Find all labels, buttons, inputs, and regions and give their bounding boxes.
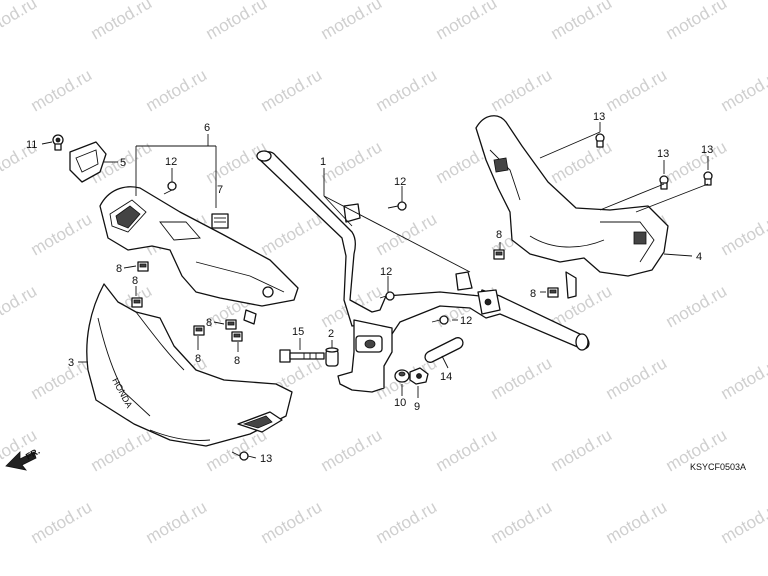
watermark-text: motod.ru (548, 425, 616, 475)
watermark-text: motod.ru (488, 497, 556, 547)
clip-8g (547, 287, 559, 298)
callout-13b: 13 (657, 148, 669, 160)
spacer-14 (424, 337, 464, 363)
handle-cover-front (99, 186, 299, 325)
watermark-text: motod.ru (373, 65, 441, 115)
clip-8d (225, 319, 237, 330)
watermark-text: motod.ru (548, 0, 616, 43)
watermark-text: motod.ru (318, 0, 386, 43)
watermark-text: motod.ru (28, 353, 96, 403)
watermark-text: motod.ru (718, 497, 768, 547)
callout-8d: 8 (206, 317, 212, 329)
callout-8a: 8 (116, 263, 122, 275)
watermark-text: motod.ru (663, 137, 731, 187)
callout-3: 3 (68, 357, 74, 369)
callout-13a: 13 (593, 111, 605, 123)
callout-14: 14 (440, 371, 452, 383)
callout-8f: 8 (496, 229, 502, 241)
callout-7: 7 (217, 184, 223, 196)
drawing-code: KSYCF0503A (690, 462, 746, 472)
callout-15: 15 (292, 326, 304, 338)
watermark-text: motod.ru (88, 425, 156, 475)
screw-11 (52, 134, 64, 151)
callout-10: 10 (394, 397, 406, 409)
clip-8b (131, 297, 143, 308)
cover-cap (69, 141, 107, 183)
watermark-text: motod.ru (603, 497, 671, 547)
watermark-text: motod.ru (488, 65, 556, 115)
watermark-text: motod.ru (318, 137, 386, 187)
callout-9: 9 (414, 401, 420, 413)
callout-1: 1 (320, 156, 326, 168)
watermark-text: motod.ru (143, 65, 211, 115)
callout-8g: 8 (530, 288, 536, 300)
watermark-text: motod.ru (488, 353, 556, 403)
callout-12c: 12 (380, 266, 392, 278)
screw-13b (659, 175, 669, 190)
watermark-text: motod.ru (718, 353, 768, 403)
watermark-text: motod.ru (718, 65, 768, 115)
clip-8f (493, 249, 505, 260)
watermark-text: motod.ru (143, 497, 211, 547)
watermark-text: motod.ru (0, 0, 40, 43)
clip-8a (137, 261, 149, 272)
watermark-text: motod.ru (603, 65, 671, 115)
nut-9 (409, 367, 429, 385)
callout-2: 2 (328, 328, 334, 340)
callout-8e: 8 (234, 355, 240, 367)
clip-8e (231, 331, 243, 342)
screw-12b (387, 201, 407, 211)
screw-13d (231, 451, 249, 461)
watermark-text: motod.ru (258, 65, 326, 115)
clip-8c (193, 325, 205, 336)
callout-8c: 8 (195, 353, 201, 365)
watermark-text: motod.ru (28, 497, 96, 547)
bolt-15 (279, 349, 325, 363)
emblem-label (211, 213, 229, 229)
screw-13c (703, 171, 713, 186)
handlebar-pipe (256, 150, 590, 393)
callout-12d: 12 (460, 315, 472, 327)
callout-labels: 1 2 3 4 5 6 7 8 8 8 8 8 8 8 9 10 11 12 1… (26, 111, 713, 465)
watermark-text: motod.ru (433, 425, 501, 475)
watermark-text: motod.ru (88, 0, 156, 43)
callout-12a: 12 (165, 156, 177, 168)
callout-8b: 8 (132, 275, 138, 287)
watermark-text: motod.ru (258, 209, 326, 259)
watermark-text: motod.ru (258, 497, 326, 547)
watermark-text: motod.ru (28, 209, 96, 259)
callout-13d: 13 (260, 453, 272, 465)
callout-6: 6 (204, 122, 210, 134)
screw-13a (595, 133, 605, 148)
watermark-text: motod.ru (718, 209, 768, 259)
screw-12c (379, 291, 395, 301)
callout-4: 4 (696, 251, 702, 263)
leader-lines (41, 122, 709, 459)
front-cover-lower: HONDA (86, 283, 293, 447)
handle-cover-rear (475, 115, 669, 299)
screw-12d (431, 315, 449, 325)
watermark-text: motod.ru (0, 281, 40, 331)
watermark-text: motod.ru (28, 65, 96, 115)
watermark-text: motod.ru (433, 0, 501, 43)
watermark-text: motod.ru (663, 0, 731, 43)
watermark-text: motod.ru (548, 137, 616, 187)
callout-5: 5 (120, 157, 126, 169)
callout-11: 11 (26, 139, 37, 151)
collar-2 (325, 347, 339, 367)
watermark-text: motod.ru (603, 353, 671, 403)
collar-10 (394, 369, 410, 383)
callout-13c: 13 (701, 144, 713, 156)
callout-12b: 12 (394, 176, 406, 188)
watermark-text: motod.ru (663, 281, 731, 331)
screw-12a (163, 181, 177, 195)
watermark-text: motod.ru (318, 425, 386, 475)
watermark-text: motod.ru (203, 137, 271, 187)
watermark-text: motod.ru (373, 209, 441, 259)
watermark-text: motod.ru (373, 497, 441, 547)
watermark-text: motod.ru (203, 0, 271, 43)
